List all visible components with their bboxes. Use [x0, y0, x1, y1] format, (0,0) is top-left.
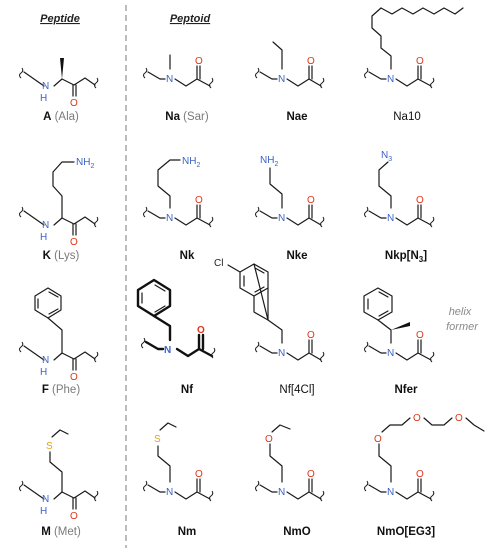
label-nf4cl: Nf[4Cl]: [279, 384, 314, 396]
svg-text:O: O: [416, 469, 424, 480]
svg-text:H: H: [40, 506, 47, 517]
peptide-header: Peptide: [40, 13, 80, 25]
svg-text:O: O: [195, 56, 203, 67]
svg-text:N: N: [166, 213, 173, 224]
svg-text:S: S: [46, 441, 53, 452]
structure-na: N O: [143, 54, 214, 89]
label-nf: Nf: [181, 384, 193, 396]
peptoid-header: Peptoid: [170, 13, 211, 25]
label-nm: Nm: [178, 526, 197, 538]
svg-text:S: S: [154, 434, 161, 445]
svg-text:N: N: [278, 487, 285, 498]
svg-text:O: O: [307, 56, 315, 67]
svg-text:NH2: NH2: [182, 156, 200, 169]
structure-nf4cl: N O Cl: [214, 258, 325, 363]
svg-text:N: N: [42, 220, 49, 231]
structure-nf: N O: [136, 278, 216, 359]
helix-former-note: helix: [449, 306, 472, 318]
svg-text:N: N: [166, 487, 173, 498]
label-nke: Nke: [286, 250, 307, 262]
svg-text:N: N: [164, 345, 171, 356]
svg-text:O: O: [416, 330, 424, 341]
svg-text:Cl: Cl: [214, 258, 223, 269]
svg-text:N: N: [166, 74, 173, 85]
svg-text:O: O: [307, 469, 315, 480]
svg-text:O: O: [416, 195, 424, 206]
svg-text:NH2: NH2: [76, 157, 94, 170]
label-nmo: NmO: [283, 526, 311, 538]
svg-text:N: N: [42, 81, 49, 92]
label-nae: Nae: [286, 111, 307, 123]
helix-former-note-2: former: [446, 321, 479, 333]
structure-ala: N H O: [19, 58, 99, 109]
structure-met: N H O S: [19, 429, 99, 522]
svg-text:H: H: [40, 367, 47, 378]
structure-nmo: N O O: [255, 424, 325, 502]
label-nkp: Nkp[N3]: [385, 250, 427, 264]
svg-text:N: N: [387, 487, 394, 498]
svg-text:O: O: [455, 413, 463, 424]
svg-text:O: O: [307, 195, 315, 206]
svg-text:O: O: [307, 330, 315, 341]
structure-nm: N O S: [143, 422, 214, 502]
label-na: Na (Sar): [165, 111, 209, 123]
label-met: M (Met): [41, 526, 81, 538]
svg-text:N: N: [387, 74, 394, 85]
structure-nae: N O: [255, 41, 325, 89]
structure-nk: N O NH2: [143, 156, 214, 228]
svg-text:H: H: [40, 93, 47, 104]
svg-text:O: O: [195, 469, 203, 480]
label-nmo-eg3: NmO[EG3]: [377, 526, 435, 538]
svg-text:O: O: [413, 413, 421, 424]
label-lys: K (Lys): [43, 250, 80, 262]
svg-text:O: O: [70, 372, 78, 383]
label-phe: F (Phe): [42, 384, 81, 396]
svg-text:N: N: [42, 494, 49, 505]
label-na10: Na10: [393, 111, 421, 123]
structure-na10: N O: [364, 7, 464, 89]
svg-text:O: O: [416, 56, 424, 67]
svg-text:O: O: [70, 511, 78, 522]
svg-text:O: O: [70, 237, 78, 248]
structure-nfer: N O: [363, 287, 435, 363]
structure-nke: N O NH2: [255, 155, 325, 228]
svg-text:H: H: [40, 232, 47, 243]
svg-text:O: O: [70, 98, 78, 109]
svg-text:N: N: [387, 348, 394, 359]
svg-text:O: O: [195, 195, 203, 206]
structure-phe: N H O: [19, 287, 99, 383]
label-ala: A (Ala): [43, 111, 79, 123]
svg-text:N: N: [387, 213, 394, 224]
svg-text:N3: N3: [381, 150, 392, 163]
svg-text:N: N: [278, 213, 285, 224]
structure-nmo-eg3: N O O O O: [364, 413, 485, 502]
svg-text:O: O: [197, 325, 205, 336]
label-nk: Nk: [180, 250, 195, 262]
svg-text:N: N: [278, 74, 285, 85]
svg-text:NH2: NH2: [260, 155, 278, 168]
structure-lys: N H O NH2: [19, 157, 99, 248]
svg-text:N: N: [278, 348, 285, 359]
svg-text:O: O: [374, 434, 382, 445]
svg-text:O: O: [265, 434, 273, 445]
svg-text:N: N: [42, 355, 49, 366]
structure-nkp: N O N3: [364, 150, 435, 228]
label-nfer: Nfer: [394, 384, 418, 396]
